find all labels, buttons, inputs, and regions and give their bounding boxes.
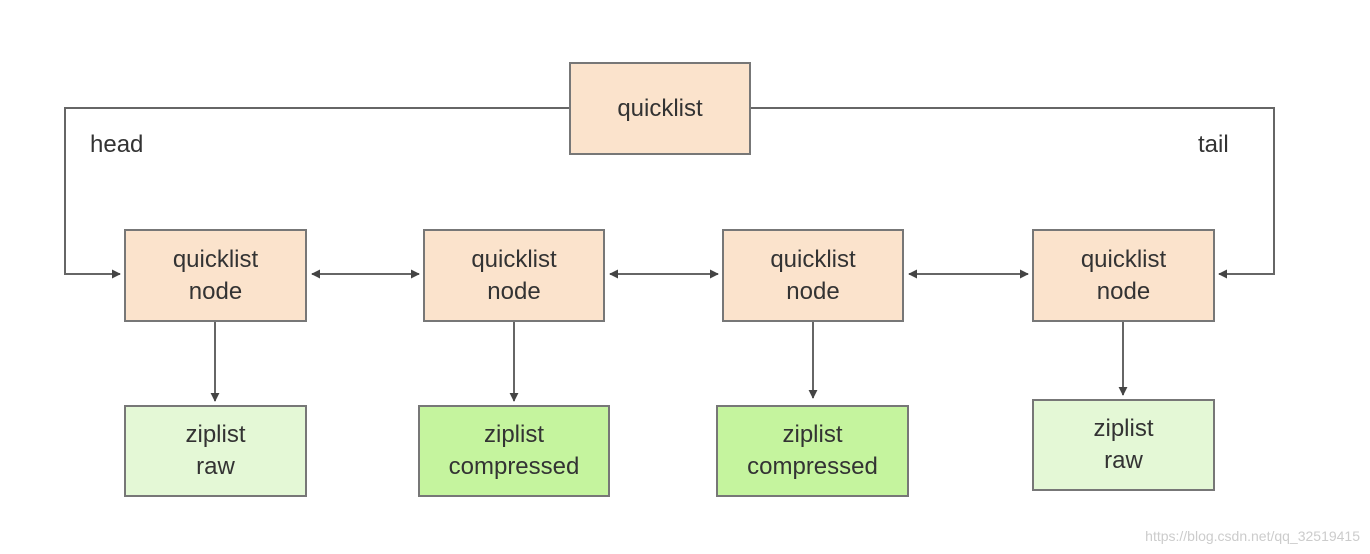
- ziplist-compressed-2: ziplist compressed: [418, 405, 610, 497]
- head-pointer-line: [64, 107, 569, 279]
- tail-pointer-line: [751, 107, 1275, 279]
- node-label-line1: quicklist: [172, 245, 259, 273]
- ziplist-label-line1: ziplist: [782, 421, 843, 448]
- node-label-line1: quicklist: [770, 245, 856, 273]
- node-label-line2: node: [487, 277, 541, 305]
- ziplist-compressed-3: ziplist compressed: [716, 405, 909, 497]
- node-label-line1: quicklist: [471, 245, 557, 273]
- ziplist-label-line1: ziplist: [185, 421, 246, 448]
- tail-label: tail: [1198, 131, 1229, 158]
- quicklist-node-3: quicklist node: [722, 229, 904, 322]
- ziplist-raw-1: ziplist raw: [124, 405, 307, 497]
- ziplist-label-line2: compressed: [747, 453, 878, 480]
- node-label-line2: node: [1096, 277, 1151, 305]
- node-label-line1: quicklist: [1080, 245, 1167, 273]
- quicklist-node-1: quicklist node: [124, 229, 307, 322]
- ziplist-label-line2: raw: [1104, 447, 1143, 474]
- ziplist-label-line2: raw: [196, 453, 235, 480]
- ziplist-raw-4: ziplist raw: [1032, 399, 1215, 491]
- watermark-text: https://blog.csdn.net/qq_32519415: [1145, 528, 1360, 544]
- node-label-line2: node: [188, 277, 243, 305]
- head-label: head: [90, 131, 144, 158]
- quicklist-node-2: quicklist node: [423, 229, 605, 322]
- quicklist-node-4: quicklist node: [1032, 229, 1215, 322]
- ziplist-label-line1: ziplist: [1093, 415, 1154, 442]
- quicklist-root-label: quicklist: [617, 94, 703, 122]
- ziplist-label-line1: ziplist: [483, 421, 544, 448]
- quicklist-root-box: quicklist: [569, 62, 751, 155]
- node-label-line2: node: [786, 277, 840, 305]
- ziplist-label-line2: compressed: [448, 453, 580, 480]
